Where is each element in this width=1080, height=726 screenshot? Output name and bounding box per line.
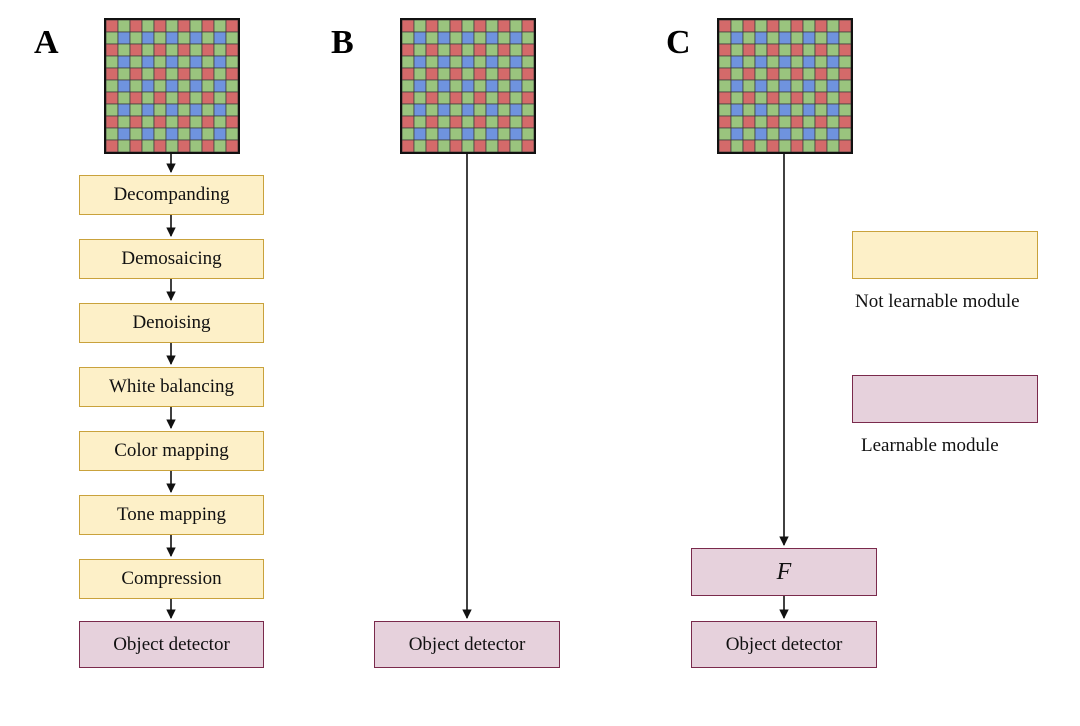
bayer-pixel: [521, 139, 534, 152]
raw-bayer-image-b: [400, 18, 536, 154]
step-decompanding: Decompanding: [79, 175, 264, 215]
panel-label-b: B: [331, 24, 354, 61]
step-denoising: Denoising: [79, 303, 264, 343]
raw-bayer-image-c: [717, 18, 853, 154]
object-detector-a: Object detector: [79, 621, 264, 668]
step-white-balancing: White balancing: [79, 367, 264, 407]
step-tone-mapping: Tone mapping: [79, 495, 264, 535]
object-detector-b: Object detector: [374, 621, 560, 668]
bayer-pattern-b: [402, 20, 534, 152]
panel-label-c: C: [666, 24, 691, 61]
raw-bayer-image-a: [104, 18, 240, 154]
bayer-pattern-c: [719, 20, 851, 152]
legend-label-learnable: Learnable module: [861, 435, 999, 456]
step-demosaicing: Demosaicing: [79, 239, 264, 279]
object-detector-c: Object detector: [691, 621, 877, 668]
legend-swatch-not-learnable: [852, 231, 1038, 279]
bayer-pixel: [838, 139, 851, 152]
bayer-pixel: [225, 139, 238, 152]
panel-label-a: A: [34, 24, 59, 61]
step-compression: Compression: [79, 559, 264, 599]
learnable-block-f: F: [691, 548, 877, 596]
legend-label-not-learnable: Not learnable module: [855, 291, 1020, 312]
step-color-mapping: Color mapping: [79, 431, 264, 471]
legend-swatch-learnable: [852, 375, 1038, 423]
bayer-pattern-a: [106, 20, 238, 152]
